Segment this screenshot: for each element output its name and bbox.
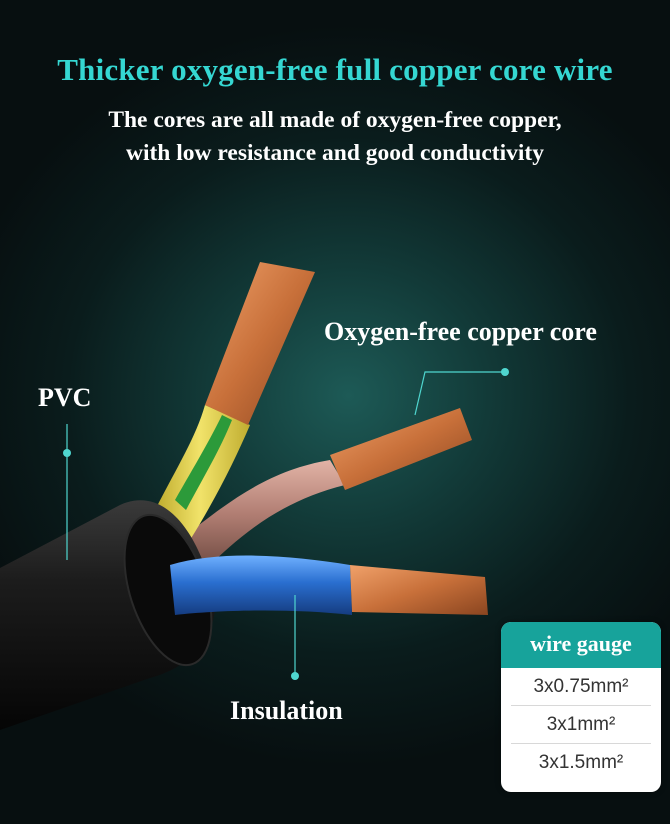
- brown-wire: [180, 408, 472, 570]
- subtitle-line-1: The cores are all made of oxygen-free co…: [108, 107, 562, 133]
- callout-dots: [63, 368, 509, 680]
- copper-core-label: Oxygen-free copper core: [324, 317, 597, 346]
- insulation-label: Insulation: [230, 696, 343, 725]
- wire-gauge-option: 3x0.75mm²: [511, 668, 651, 706]
- copper-strands-blue: [350, 565, 488, 615]
- yellow-green-wire: [150, 262, 315, 540]
- subtitle: The cores are all made of oxygen-free co…: [0, 104, 670, 170]
- wire-gauge-option: 3x1.5mm²: [538, 752, 624, 773]
- wire-gauge-card: wire gauge 3x0.75mm² 3x1mm² 3x1.5mm²: [501, 622, 661, 792]
- page-title: Thicker oxygen-free full copper core wir…: [57, 52, 613, 87]
- copper-strands-brown: [330, 408, 472, 490]
- callout-lines: [66, 371, 505, 680]
- pvc-jacket: [0, 500, 215, 730]
- subtitle-line-2: with low resistance and good conductivit…: [125, 140, 545, 166]
- blue-wire: [170, 555, 488, 615]
- wire-gauge-option: 3x1mm²: [511, 706, 651, 744]
- pvc-label: PVC: [38, 383, 92, 412]
- copper-strands-yellow: [205, 262, 315, 425]
- wire-gauge-header: wire gauge: [501, 622, 661, 668]
